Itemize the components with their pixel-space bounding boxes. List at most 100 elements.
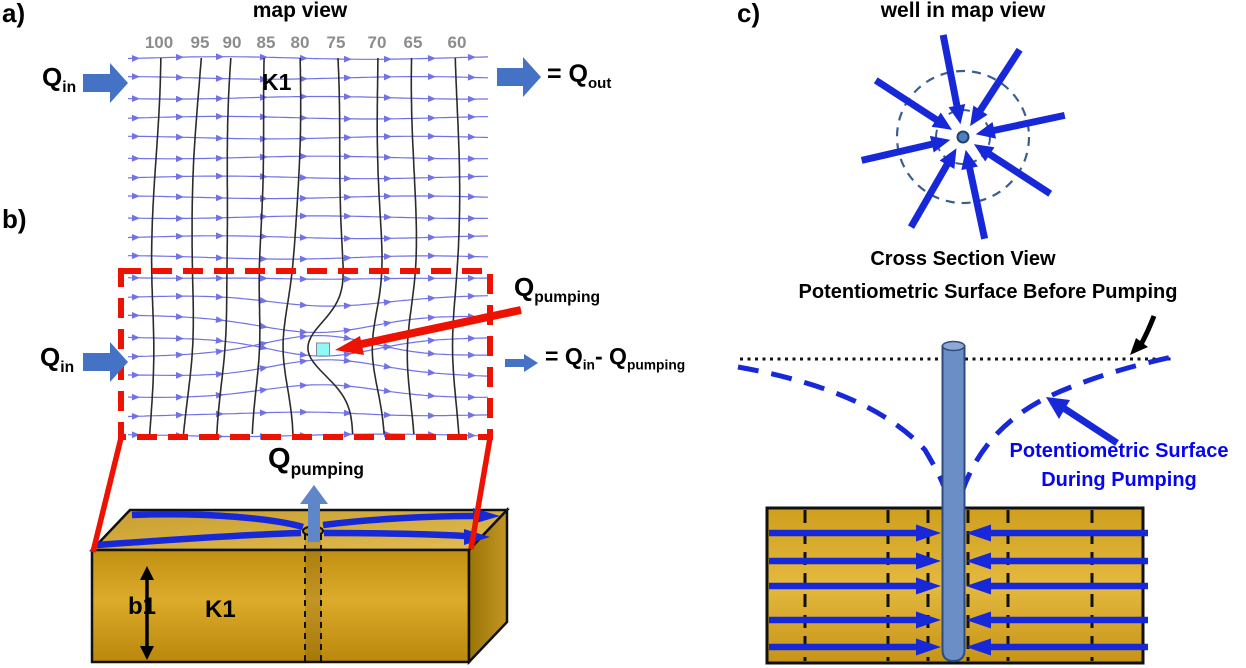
- flow-arrowhead: [131, 234, 140, 241]
- inflow-arrowhead-right: [966, 611, 991, 629]
- q-out-arrow-b-icon: [505, 354, 538, 372]
- drawdown-circle-outer: [895, 69, 1031, 205]
- flow-arrowhead: [299, 93, 308, 100]
- equipotential-contour: [282, 58, 302, 435]
- flow-arrowhead: [259, 365, 268, 372]
- flow-arrowhead: [383, 55, 392, 63]
- radial-arrowhead: [973, 144, 995, 162]
- flow-arrowhead: [299, 301, 308, 309]
- flow-arrowhead: [427, 412, 436, 420]
- flow-arrowhead: [131, 293, 140, 301]
- radial-arrowhead: [970, 105, 988, 127]
- flow-arrowhead: [427, 234, 436, 241]
- radial-arrow: [976, 47, 1023, 114]
- flow-arrowhead: [467, 173, 476, 181]
- streamline: [128, 359, 489, 377]
- flow-arrowhead: [259, 297, 268, 304]
- flow-arrowhead: [215, 53, 224, 61]
- radial-arrow: [907, 161, 952, 229]
- equipotential-contour: [216, 57, 232, 435]
- flow-arrowhead: [383, 320, 392, 328]
- flow-arrowhead: [175, 133, 184, 141]
- aquifer-block: [89, 485, 510, 666]
- cross-section-title: Cross Section View: [870, 248, 1056, 270]
- flow-arrowhead: [215, 112, 224, 120]
- flow-arrowhead: [427, 369, 436, 376]
- flow-arrowhead: [175, 351, 184, 359]
- q-in-arrow-b-icon: [83, 342, 128, 382]
- flow-arrowhead: [175, 232, 184, 240]
- flow-arrowhead: [427, 350, 436, 357]
- flow-arrowhead: [259, 386, 268, 394]
- radial-arrow: [991, 111, 1066, 135]
- flow-arrowhead: [343, 382, 352, 390]
- equipotential-contour: [307, 57, 354, 435]
- flow-arrowhead: [215, 214, 224, 222]
- flow-arrowhead: [215, 172, 224, 180]
- projection-line-left: [90, 437, 124, 553]
- flow-arrowhead: [383, 253, 392, 260]
- flow-arrowhead: [383, 192, 392, 200]
- flow-arrowhead: [343, 409, 352, 417]
- flow-arrowhead: [343, 212, 352, 220]
- flow-arrowhead: [299, 54, 308, 62]
- panel-c-label: c): [737, 0, 761, 28]
- flow-arrowhead: [427, 214, 436, 222]
- flow-arrowhead: [131, 174, 140, 182]
- flow-arrowhead: [259, 195, 268, 202]
- cross-section-flow-arrows: [769, 524, 1148, 656]
- flow-arrowhead: [467, 53, 476, 61]
- flow-arrowhead: [383, 387, 392, 395]
- flow-arrowhead: [215, 274, 224, 282]
- flow-arrowhead: [467, 232, 476, 240]
- flow-arrowhead: [215, 316, 224, 323]
- flow-arrowhead: [467, 215, 476, 222]
- radial-arrowhead: [961, 149, 978, 171]
- flow-arrowhead: [175, 155, 184, 163]
- block-top-streamlines: [96, 511, 474, 549]
- flow-arrowhead: [427, 337, 436, 345]
- radial-arrow: [965, 165, 989, 240]
- contour-label: 100: [144, 33, 174, 52]
- flow-arrowhead: [259, 232, 268, 240]
- flow-arrowhead: [131, 132, 140, 140]
- b1-label: b1: [128, 593, 157, 620]
- flow-arrowhead: [175, 335, 184, 342]
- flow-arrowhead: [343, 93, 352, 101]
- b1-thickness-arrow: [140, 566, 154, 660]
- flow-arrowhead: [427, 114, 436, 122]
- contour-label: 85: [256, 33, 276, 52]
- inflow-arrowhead-right: [966, 524, 991, 542]
- flow-arrowhead: [175, 53, 184, 61]
- flow-arrowhead: [131, 214, 140, 222]
- inflow-arrowhead-left: [916, 524, 941, 542]
- flow-arrowhead: [131, 73, 140, 81]
- flow-arrowhead: [131, 412, 140, 420]
- flow-arrowhead: [215, 194, 224, 202]
- radial-arrow: [873, 77, 940, 124]
- flow-arrowhead: [215, 75, 224, 82]
- flow-arrowhead: [175, 215, 184, 222]
- flow-arrowhead: [299, 194, 308, 202]
- q-pumping-label-b: Qpumping: [514, 272, 601, 307]
- flow-arrowhead: [343, 134, 352, 141]
- flow-arrowhead: [467, 73, 476, 81]
- streamline: [128, 135, 489, 140]
- flow-arrowhead: [467, 411, 476, 419]
- flow-arrowhead: [343, 351, 352, 359]
- flow-arrowhead: [299, 382, 308, 389]
- flow-arrowhead: [383, 133, 392, 140]
- flow-arrowhead: [131, 393, 140, 401]
- flow-arrowhead: [299, 234, 308, 241]
- flow-arrowhead: [343, 175, 352, 182]
- flow-arrowhead: [343, 334, 352, 341]
- flow-arrowhead: [427, 132, 436, 140]
- flow-arrowhead: [427, 252, 436, 260]
- contour-label: 90: [222, 33, 242, 52]
- flow-arrowhead: [383, 73, 392, 81]
- radial-arrow: [860, 140, 935, 164]
- flow-arrowhead: [383, 94, 392, 101]
- flow-arrowhead: [383, 115, 392, 123]
